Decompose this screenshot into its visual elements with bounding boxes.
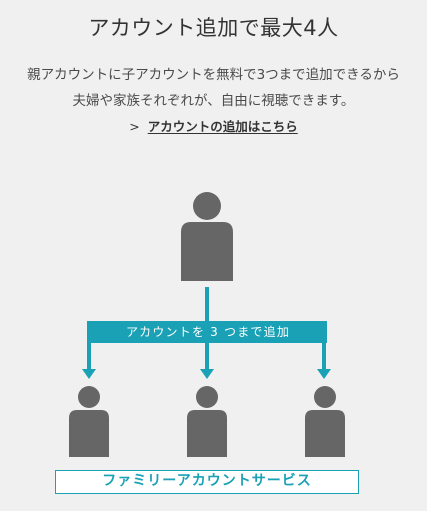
description-line-2: 夫婦や家族それぞれが、自由に視聴できます。 (72, 93, 355, 109)
add-account-link-row: > アカウントの追加はこちら (0, 118, 427, 136)
child-person-icon-1 (69, 386, 109, 457)
child-person-icon-2 (187, 386, 227, 457)
family-account-service-box: ファミリーアカウントサービス (55, 470, 359, 494)
arrow-right (317, 343, 331, 379)
arrow-center (200, 343, 214, 379)
chevron-right-icon: > (129, 119, 140, 134)
page-title: アカウント追加で最大4人 (88, 16, 339, 40)
arrow-left (82, 343, 96, 379)
add-accounts-banner (87, 321, 327, 343)
parent-person-icon (181, 192, 233, 281)
child-person-icon-3 (305, 386, 345, 457)
add-account-link[interactable]: アカウントの追加はこちら (147, 119, 298, 134)
add-accounts-banner-label: アカウントを 3 つまで追加 (125, 325, 291, 339)
connector-line-parent (205, 287, 209, 321)
family-account-service-label: ファミリーアカウントサービス (102, 473, 312, 489)
description-line-1: 親アカウントに子アカウントを無料で3つまで追加できるから (27, 67, 400, 83)
